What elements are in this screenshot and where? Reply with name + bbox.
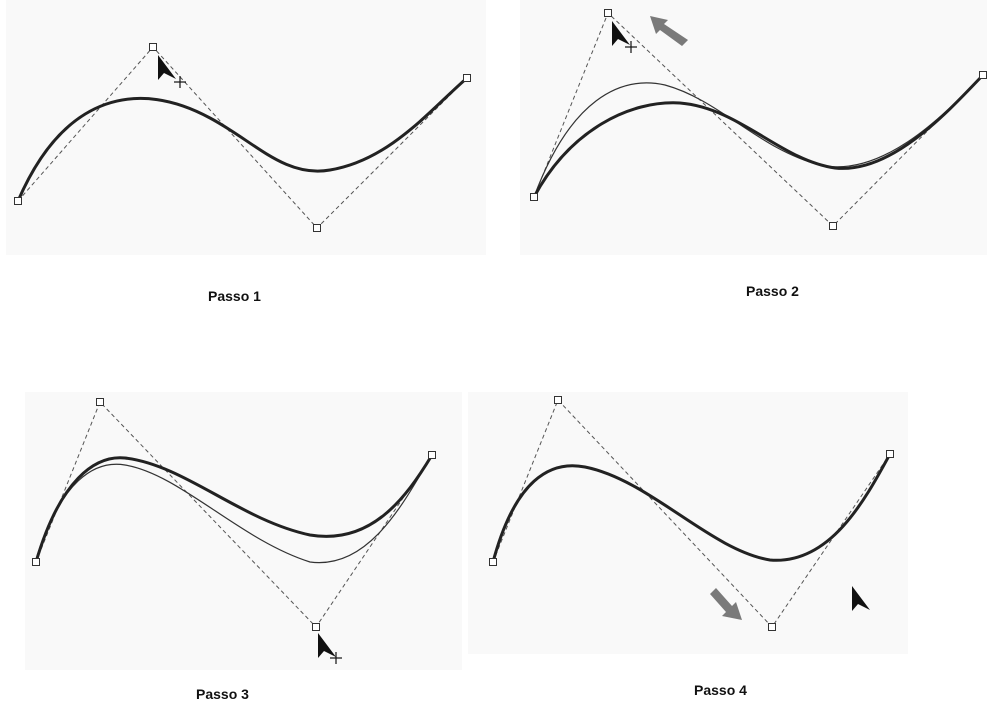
control-polygon (533, 12, 984, 227)
step-label-4: Passo 4 (694, 682, 747, 698)
mouse-pointer-icon (318, 633, 336, 658)
control-handle-icon[interactable] (96, 398, 104, 406)
control-handle-icon[interactable] (313, 224, 321, 232)
step-label-2: Passo 2 (746, 283, 799, 299)
step-3-diagram (32, 398, 436, 664)
step-4-diagram (489, 396, 894, 631)
panel-step-3 (25, 392, 462, 670)
mouse-pointer-icon (612, 21, 630, 46)
bezier-curve (16, 76, 468, 202)
control-handle-icon[interactable] (554, 396, 562, 404)
control-handle-icon[interactable] (979, 71, 987, 79)
move-cursor-icon (625, 41, 637, 53)
bezier-curve (491, 453, 892, 563)
step-label-1: Passo 1 (208, 288, 261, 304)
control-handle-icon[interactable] (149, 43, 157, 51)
panel-step-1 (6, 0, 486, 255)
control-handle-icon[interactable] (14, 197, 22, 205)
move-cursor-icon (330, 652, 342, 664)
mouse-pointer-icon (158, 55, 176, 80)
control-polygon (35, 401, 433, 628)
original-curve (533, 74, 984, 198)
control-handle-icon[interactable] (768, 623, 776, 631)
control-handle-icon[interactable] (604, 9, 612, 17)
bezier-curve (34, 454, 434, 563)
control-handle-icon[interactable] (829, 222, 837, 230)
control-handle-icon[interactable] (886, 450, 894, 458)
control-handle-icon[interactable] (489, 558, 497, 566)
control-polygon (492, 399, 891, 628)
step-2-diagram (530, 9, 987, 230)
original-curve (35, 454, 433, 564)
drag-direction-arrow-icon (710, 588, 742, 620)
move-cursor-icon (174, 76, 186, 88)
bezier-curve (532, 73, 985, 198)
control-handle-icon[interactable] (428, 451, 436, 459)
control-handle-icon[interactable] (32, 558, 40, 566)
control-handle-icon[interactable] (312, 623, 320, 631)
control-polygon (17, 46, 468, 229)
step-1-diagram (14, 43, 471, 232)
drag-direction-arrow-icon (650, 16, 688, 46)
step-label-3: Passo 3 (196, 686, 249, 702)
control-handle-icon[interactable] (463, 74, 471, 82)
mouse-pointer-icon (852, 586, 870, 611)
control-handle-icon[interactable] (530, 193, 538, 201)
panel-step-4 (468, 392, 908, 654)
